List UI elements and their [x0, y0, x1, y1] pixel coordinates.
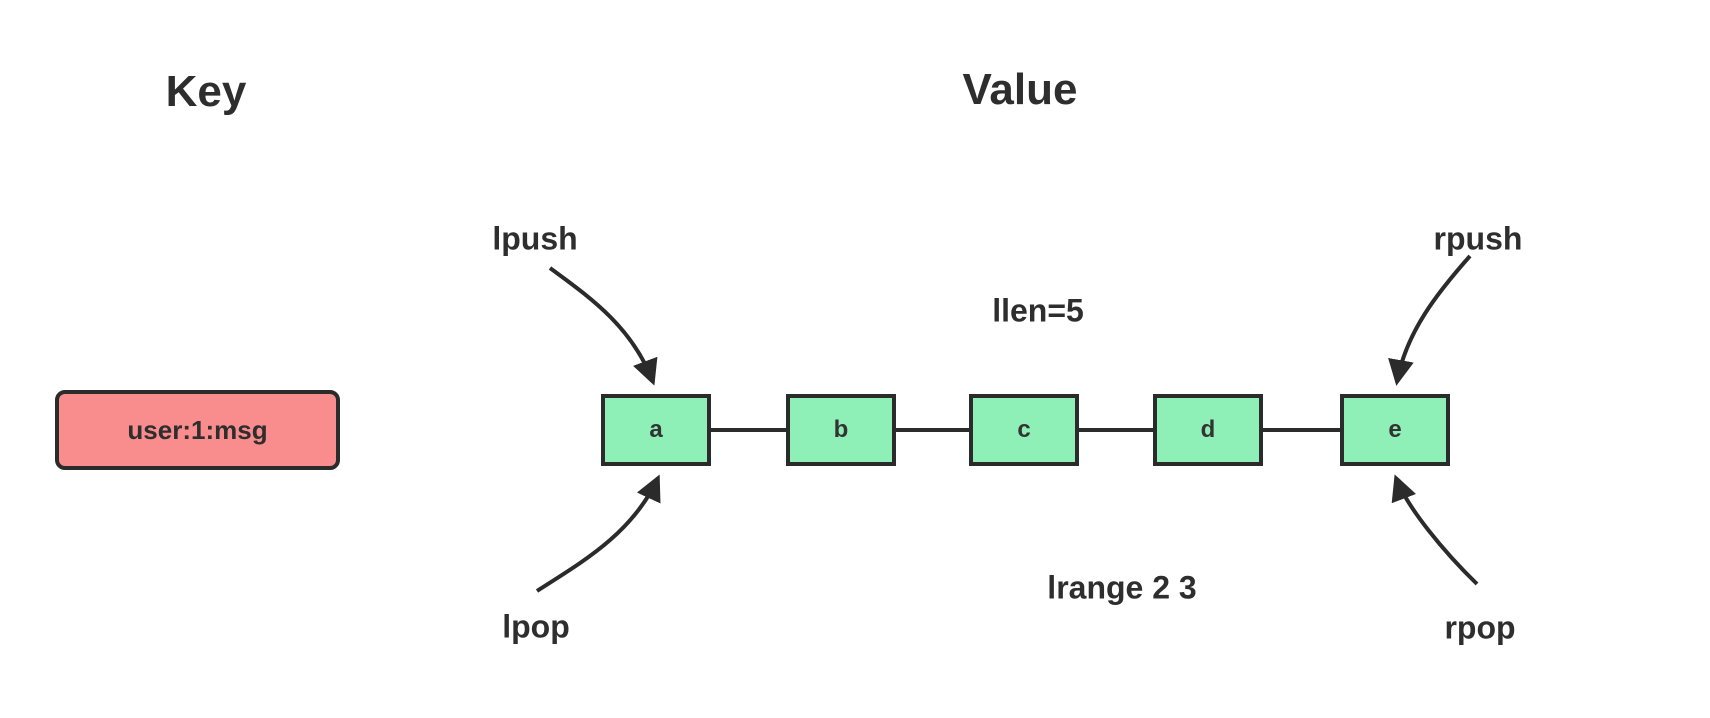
- list-node-d: d: [1153, 394, 1263, 466]
- rpush-arrow: [1388, 254, 1472, 386]
- value-section-title: Value: [962, 65, 1078, 114]
- lpop-arrow: [535, 474, 661, 593]
- list-node-c: c: [969, 394, 1079, 466]
- key-box: user:1:msg: [55, 390, 340, 470]
- lrange-annotation: lrange 2 3: [1047, 569, 1197, 606]
- rpop-arrow: [1391, 474, 1479, 586]
- list-node-e: e: [1340, 394, 1450, 466]
- lpush-label: lpush: [492, 220, 578, 257]
- list-node-a: a: [601, 394, 711, 466]
- list-node-b: b: [786, 394, 896, 466]
- key-section-title: Key: [165, 67, 247, 116]
- rpop-label: rpop: [1444, 609, 1516, 646]
- key-box-label: user:1:msg: [127, 414, 268, 445]
- lpop-label: lpop: [502, 608, 570, 645]
- llen-annotation: llen=5: [992, 292, 1084, 329]
- lpush-arrow: [548, 266, 658, 386]
- rpush-label: rpush: [1433, 220, 1523, 257]
